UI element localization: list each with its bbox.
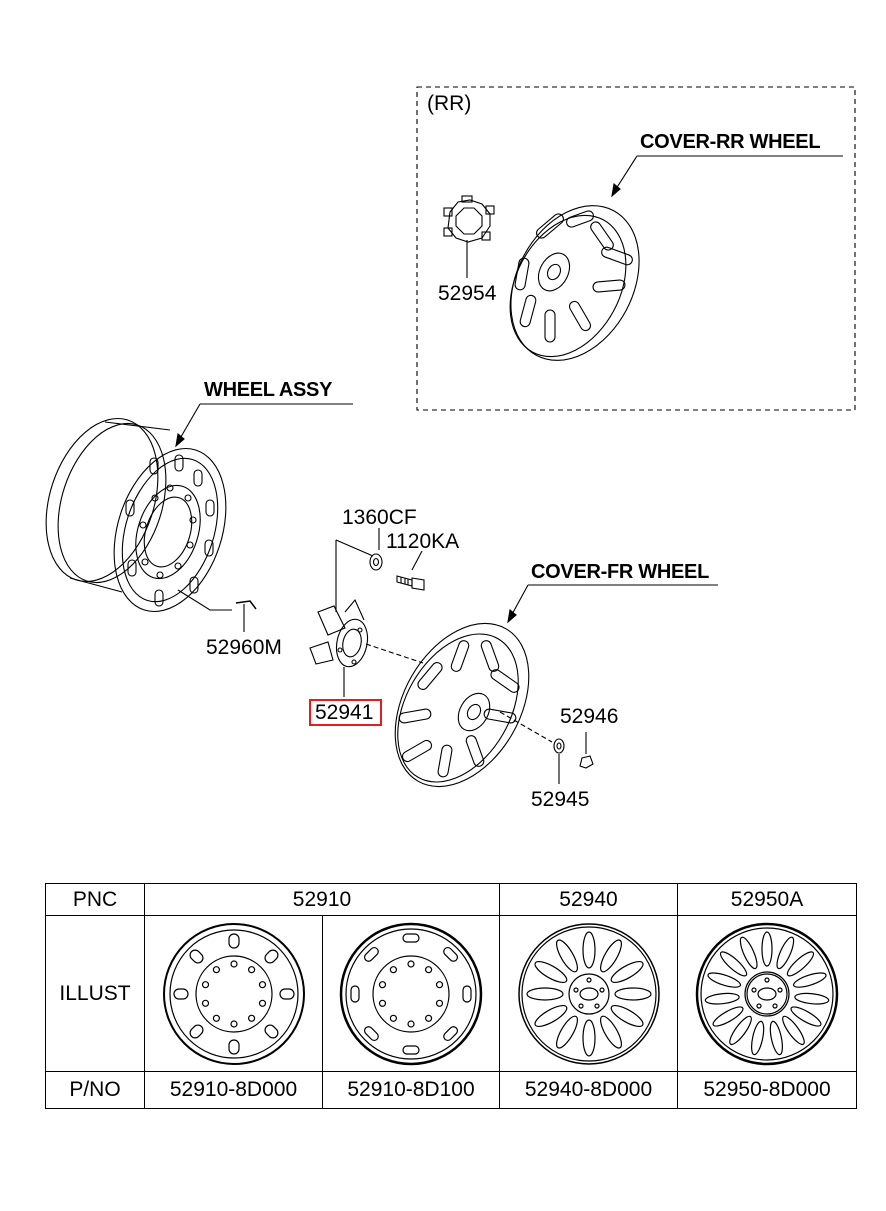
rr-section-frame <box>416 86 856 411</box>
pnc-cell: 52940 <box>499 883 678 916</box>
cap-nut-part <box>579 755 594 769</box>
pnc-cell: 52950A <box>677 883 857 916</box>
rr-wheel-cover-part <box>509 205 640 361</box>
rr-section-label: (RR) <box>427 92 472 115</box>
part-1120ka-label: 1120KA <box>386 530 460 553</box>
part-1360cf-label: 1360CF <box>342 506 417 529</box>
bolt-part <box>396 575 425 591</box>
part-52941-label[interactable]: 52941 <box>315 701 374 724</box>
highlighted-part-box[interactable] <box>309 699 382 726</box>
exploded-view-drawing <box>45 86 856 788</box>
parts-table: PNC 52910 52940 52950A ILLUST <box>45 883 857 1109</box>
steel-wheel-alt-illustration <box>339 922 483 1065</box>
cover-rr-wheel-title: COVER-RR WHEEL <box>640 131 821 153</box>
steel-wheel-illustration <box>162 922 305 1065</box>
wheel-assy-title: WHEEL ASSY <box>204 379 333 401</box>
part-52946-label: 52946 <box>560 705 619 728</box>
cover-bracket-part <box>309 598 369 668</box>
part-number-cell[interactable]: 52910-8D000 <box>144 1071 323 1109</box>
row-label-pnc: PNC <box>45 883 145 916</box>
wheel-cover-alt-illustration <box>695 922 839 1065</box>
part-52954-label: 52954 <box>438 282 497 305</box>
part-number-cell[interactable]: 52910-8D100 <box>322 1071 500 1109</box>
wheel-cover-illustration <box>517 922 660 1065</box>
pnc-cell: 52910 <box>144 883 500 916</box>
wheel-assembly-part <box>45 417 227 613</box>
part-52945-label: 52945 <box>531 788 590 811</box>
row-label-illust: ILLUST <box>45 915 145 1072</box>
nut-part <box>369 553 383 571</box>
illust-cell <box>322 915 500 1072</box>
part-number-cell[interactable]: 52950-8D000 <box>677 1071 857 1109</box>
illust-cell <box>144 915 323 1072</box>
illust-cell <box>677 915 857 1072</box>
part-52960m-label: 52960M <box>206 636 282 659</box>
fr-wheel-cover-part <box>394 622 530 788</box>
rr-hub-cap-part <box>443 195 495 243</box>
cover-fr-wheel-title: COVER-FR WHEEL <box>531 561 710 583</box>
row-label-pno: P/NO <box>45 1071 145 1109</box>
part-number-cell[interactable]: 52940-8D000 <box>499 1071 678 1109</box>
washer-part <box>553 738 565 754</box>
illust-cell <box>499 915 678 1072</box>
